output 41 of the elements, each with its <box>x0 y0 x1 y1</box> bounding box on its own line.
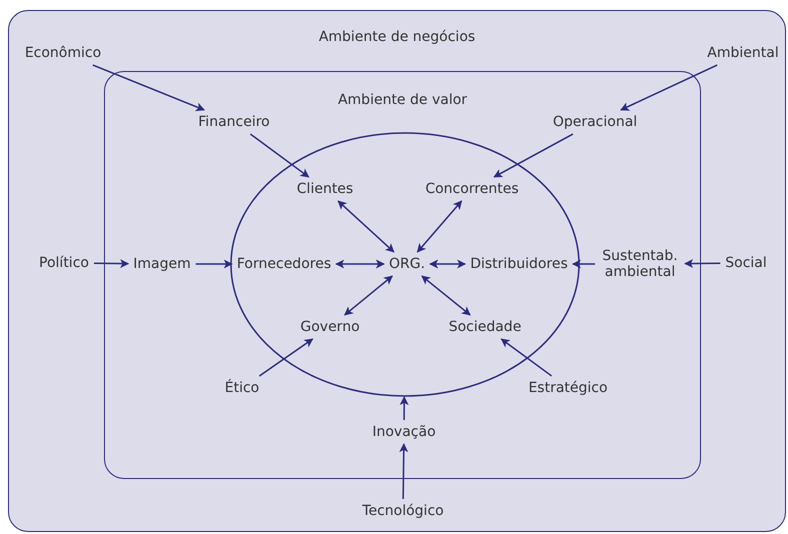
factor-label: Fornecedores <box>236 256 332 272</box>
inner-frame <box>104 71 701 479</box>
arrow <box>250 133 310 178</box>
frame-title: Ambiente de valor <box>336 92 468 108</box>
arrow <box>493 133 574 178</box>
factor-label: Clientes <box>296 180 354 198</box>
arrow <box>399 443 408 499</box>
arrow <box>335 260 385 268</box>
factor-label: Estratégico <box>527 380 609 396</box>
arrow <box>429 260 466 268</box>
factor-label: Imagem <box>132 256 192 272</box>
arrow <box>338 200 394 253</box>
arrow <box>572 260 595 268</box>
factor-label: Governo <box>299 318 361 336</box>
frame-title: Ambiente de negócios <box>318 29 476 45</box>
arrow <box>92 64 205 112</box>
arrow <box>344 275 393 316</box>
arrow <box>400 396 409 420</box>
factor-label: Sustentab. ambiental <box>599 248 681 280</box>
factor-label: Operacional <box>552 114 638 130</box>
outer-frame <box>8 10 786 532</box>
arrow <box>94 259 130 268</box>
arrow <box>684 259 720 268</box>
arrow <box>416 200 462 253</box>
factor-label: Ambiental <box>706 44 780 62</box>
factor-label: Ético <box>224 380 260 396</box>
factor-label: ORG. <box>388 256 426 272</box>
factor-label: Social <box>724 254 768 272</box>
factor-label: Sociedade <box>448 318 522 336</box>
factor-label: Inovação <box>371 424 437 440</box>
arrow <box>196 260 233 268</box>
factor-label: Tecnológico <box>361 502 445 520</box>
arrow <box>500 338 552 377</box>
factor-label: Político <box>38 254 90 272</box>
factor-label: Concorrentes <box>424 180 520 198</box>
factor-label: Distribuidores <box>469 256 569 272</box>
factor-label: Econômico <box>24 44 102 62</box>
arrow <box>620 64 718 111</box>
arrow <box>421 275 471 316</box>
factor-label: Financeiro <box>197 114 271 130</box>
arrow <box>258 338 314 377</box>
